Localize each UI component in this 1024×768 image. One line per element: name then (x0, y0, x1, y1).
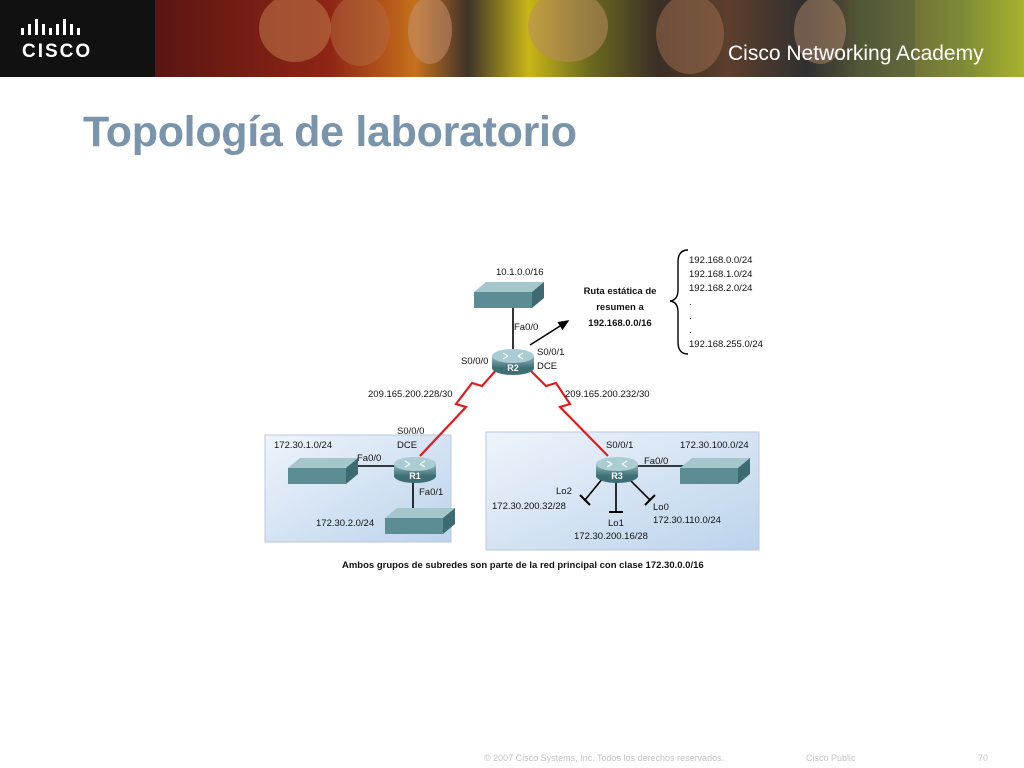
iface-label: S0/0/1 (537, 347, 564, 358)
iface-label: Lo1 (608, 518, 624, 529)
lab-topology-diagram: R2 R1 R3 10.1.0.0/16 Fa0/0 S0/0/0 S0/0/1… (250, 240, 810, 585)
summary-route-arrow (529, 320, 570, 346)
serial-link-r1-r2 (419, 367, 499, 457)
iface-label: S0/0/1 (606, 440, 633, 451)
switch-icon (680, 458, 750, 484)
net-label: 172.30.1.0/24 (274, 440, 332, 451)
diagram-caption: Ambos grupos de subredes son parte de la… (342, 560, 704, 571)
net-label: 172.30.200.16/28 (574, 531, 648, 542)
brace-icon (669, 249, 689, 355)
switch-icon (474, 282, 544, 308)
net-label: 172.30.200.32/28 (492, 501, 566, 512)
iface-label: S0/0/0 (397, 426, 424, 437)
router-icon (492, 349, 534, 375)
switch-icon (288, 458, 358, 484)
summary-list-item: 192.168.0.0/24 (689, 255, 752, 266)
cisco-bridge-icon (21, 19, 80, 35)
iface-label: S0/0/0 (461, 356, 488, 367)
summary-list-item: 192.168.255.0/24 (689, 339, 763, 350)
summary-list-item: . (689, 297, 692, 308)
iface-label: DCE (397, 440, 417, 451)
summary-list-item: 192.168.2.0/24 (689, 283, 752, 294)
iface-label: Fa0/0 (357, 453, 381, 464)
net-label: 172.30.100.0/24 (680, 440, 749, 451)
summary-route-label: 192.168.0.0/16 (588, 318, 651, 329)
iface-label: Fa0/0 (514, 322, 538, 333)
iface-label: Lo0 (653, 502, 669, 513)
summary-list-item: . (689, 311, 692, 322)
summary-list-item: . (689, 325, 692, 336)
net-label: 209.165.200.228/30 (368, 389, 453, 400)
net-label: 172.30.2.0/24 (316, 518, 374, 529)
switch-icon (385, 508, 455, 534)
net-label: 209.165.200.232/30 (565, 389, 650, 400)
summary-route-label: resumen a (596, 302, 644, 313)
slide-title: Topología de laboratorio (83, 108, 577, 156)
summary-route-label: Ruta estática de (584, 286, 657, 297)
classification-text: Cisco Public (806, 753, 856, 763)
slide-footer: © 2007 Cisco Systems, Inc. Todos los der… (0, 753, 1024, 768)
serial-link-r2-r3 (527, 367, 609, 457)
router-icon (394, 457, 436, 483)
r3-lan-area (485, 431, 760, 551)
net-label: 10.1.0.0/16 (496, 267, 544, 278)
link-r3-lo0 (627, 477, 651, 501)
link-r3-lo2 (584, 477, 604, 501)
router-icon (596, 457, 638, 483)
summary-list-item: 192.168.1.0/24 (689, 269, 752, 280)
copyright-text: © 2007 Cisco Systems, Inc. Todos los der… (484, 753, 725, 763)
router-r3-label: R3 (611, 471, 623, 481)
iface-label: DCE (537, 361, 557, 372)
net-label: 172.30.110.0/24 (653, 515, 721, 526)
router-r1-label: R1 (409, 471, 421, 481)
cisco-logo-text: CISCO (22, 41, 92, 62)
iface-label: Fa0/1 (419, 487, 443, 498)
iface-label: Fa0/0 (644, 456, 668, 467)
router-r2-label: R2 (507, 363, 519, 373)
iface-label: Lo2 (556, 486, 572, 497)
page-number: 70 (978, 753, 989, 763)
header-banner: CISCO Cisco Networking Academy (0, 0, 1024, 77)
academy-name: Cisco Networking Academy (728, 42, 984, 65)
